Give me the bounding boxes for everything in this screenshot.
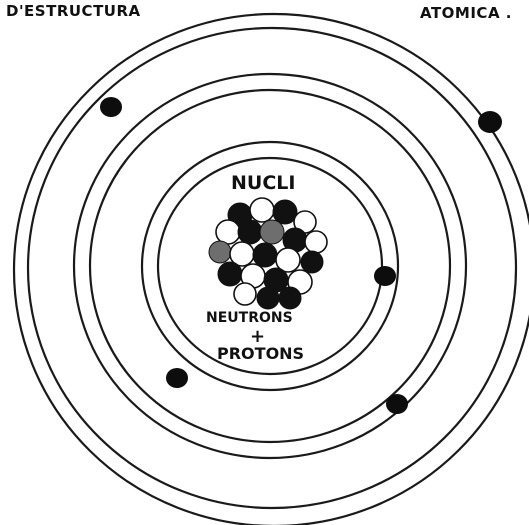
nucleon xyxy=(216,220,240,244)
nucleon xyxy=(257,287,279,309)
neutrons-label: NEUTRONS xyxy=(206,310,293,326)
title-right: ATOMICA . xyxy=(420,4,512,22)
electron xyxy=(386,394,408,414)
electron xyxy=(478,111,502,133)
nucleon xyxy=(305,231,327,253)
title-left: D'ESTRUCTURA xyxy=(6,2,141,20)
nucleon xyxy=(218,262,242,286)
nucleus-cluster xyxy=(209,198,327,309)
nucleon xyxy=(238,220,262,244)
nucleon xyxy=(209,241,231,263)
nucleon xyxy=(260,220,284,244)
protons-label: PROTONS xyxy=(217,344,304,363)
nucleon xyxy=(250,198,274,222)
electron xyxy=(100,97,122,117)
electron xyxy=(374,266,396,286)
orbit-5 xyxy=(28,28,516,508)
electron xyxy=(166,368,188,388)
nucleon xyxy=(253,243,277,267)
nucleon xyxy=(234,283,256,305)
nucleus-label: NUCLI xyxy=(231,172,295,194)
nucleon xyxy=(279,287,301,309)
nucleon xyxy=(301,251,323,273)
